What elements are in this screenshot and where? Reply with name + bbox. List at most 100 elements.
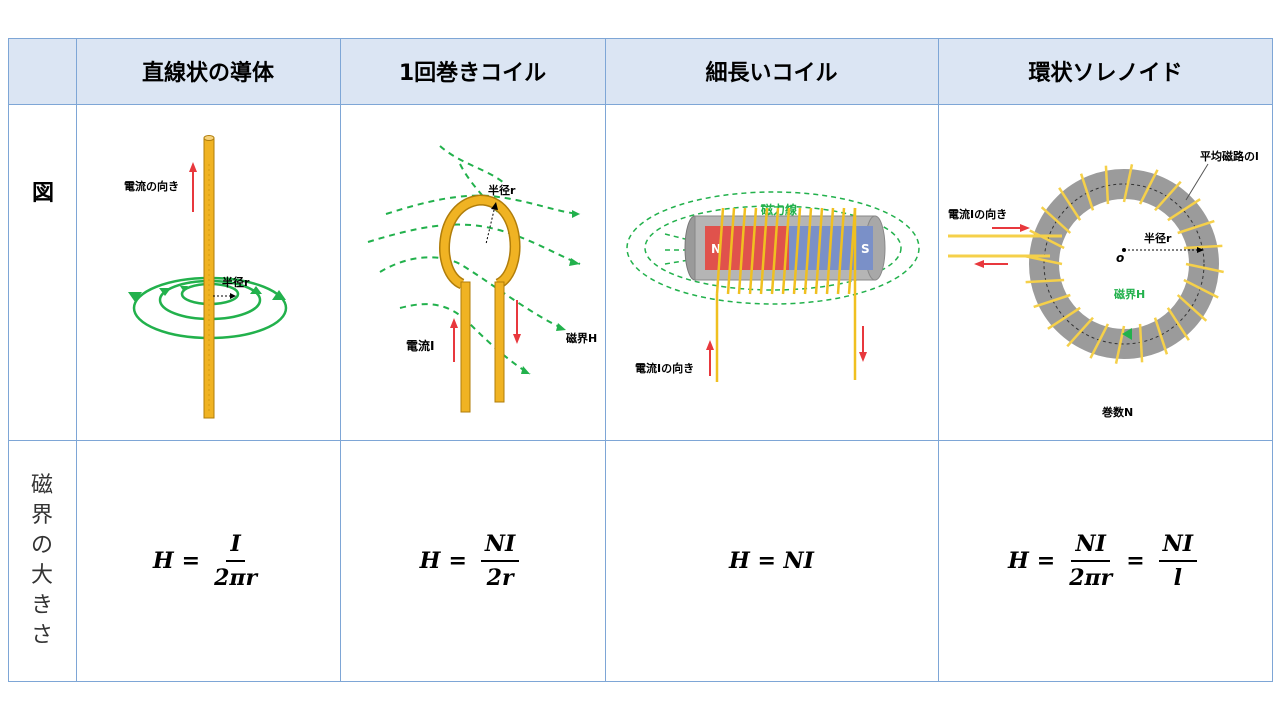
winding-turn — [1040, 206, 1072, 234]
formula-fraction: I 2πr — [214, 531, 257, 591]
formula-equals: = — [448, 548, 467, 574]
figure-long-coil: 磁力線 N S 電流Iの向き — [626, 191, 920, 382]
winding-turn — [1154, 180, 1182, 212]
formula-fraction-2: NI l — [1158, 531, 1198, 591]
formula-toroid: H = NI 2πr = NI l — [938, 440, 1273, 682]
formula-denominator: 2πr — [1069, 565, 1113, 591]
formula-numerator: I — [226, 531, 245, 562]
formula-equals: = — [1036, 548, 1056, 574]
winding-turn — [1058, 187, 1082, 221]
label-radius: 半径r — [1144, 231, 1172, 245]
row-label-figure: 図 — [32, 181, 55, 206]
winding-turn — [1079, 173, 1095, 211]
magnitude-char: 磁 — [30, 473, 53, 498]
label-current-direction: 電流Iの向き — [948, 207, 1007, 221]
formula-text: H = NI — [729, 548, 814, 574]
magnitude-char: の — [30, 533, 53, 558]
magnitude-char: 大 — [30, 563, 53, 588]
winding-turn — [1025, 278, 1065, 284]
current-arrow-up — [706, 340, 714, 376]
winding-turn — [1033, 293, 1071, 309]
winding-turn — [1153, 317, 1169, 355]
coil-windings — [715, 207, 857, 382]
header-toroidal-solenoid: 環状ソレノイド — [1028, 61, 1183, 86]
grid-line — [8, 440, 1273, 441]
winding-turn — [1047, 306, 1081, 330]
formula-numerator: NI — [480, 531, 520, 562]
row-label-magnitude: 磁 界 の 大 き さ — [8, 440, 76, 682]
grid-line — [605, 38, 606, 682]
formula-straight: H = I 2πr — [76, 440, 340, 682]
label-current: 電流I — [406, 338, 434, 353]
formula-long-coil: H = NI — [605, 440, 938, 682]
label-radius: 半径r — [488, 183, 516, 197]
winding-turn — [1177, 219, 1215, 235]
winding-turn — [1166, 307, 1190, 341]
loop-lead-right — [494, 281, 505, 403]
toroid-leads — [948, 234, 1062, 258]
current-arrow-out — [974, 260, 1008, 268]
formula-denominator: 2r — [486, 565, 514, 591]
grid-line — [8, 104, 1273, 105]
field-arrow — [1122, 328, 1132, 340]
comparison-table: 直線状の導体 1回巻きコイル 細長いコイル 環状ソレノイド 図 磁 界 の 大 … — [8, 38, 1273, 682]
header-long-coil: 細長いコイル — [705, 61, 838, 86]
grid-line — [8, 681, 1273, 682]
winding-turn — [1138, 169, 1159, 205]
magnitude-char: き — [30, 593, 53, 618]
winding-turn — [1185, 262, 1224, 274]
formula-equals: = — [1126, 548, 1145, 574]
label-current-direction: 電流の向き — [124, 179, 179, 193]
mean-magnetic-path — [1043, 183, 1205, 345]
label-field: 磁界H — [566, 331, 597, 345]
field-arrowheads — [521, 210, 580, 374]
grid-line — [1272, 38, 1273, 682]
winding-turn — [1176, 294, 1208, 322]
grid-line — [8, 38, 1273, 39]
winding-turn — [1138, 323, 1144, 363]
winding-turn — [1104, 165, 1110, 205]
label-south: S — [861, 242, 870, 256]
label-mean-path: 平均磁路のl — [1200, 149, 1259, 163]
winding-turn — [1122, 164, 1134, 203]
label-north: N — [711, 242, 721, 256]
header-single-loop-coil: 1回巻きコイル — [398, 61, 547, 86]
formula-single-loop: H = NI 2r — [340, 440, 605, 682]
toroid-windings — [1024, 164, 1224, 364]
label-turns: 巻数N — [1101, 405, 1133, 419]
formula-lhs: H — [152, 548, 174, 574]
winding-turn — [1183, 278, 1219, 299]
current-arrow — [189, 162, 197, 212]
formula-lhs: H — [1007, 548, 1029, 574]
field-direction-arrows — [128, 286, 286, 302]
current-arrow-up — [450, 318, 458, 362]
formula-numerator: NI — [1158, 531, 1198, 562]
label-center: o — [1116, 251, 1124, 265]
formula-fraction-1: NI 2πr — [1069, 531, 1112, 591]
formula-denominator: l — [1173, 565, 1183, 591]
grid-line — [340, 38, 341, 682]
label-field: 磁界H — [1114, 287, 1145, 301]
winding-turn — [1029, 229, 1065, 250]
magnitude-char: 界 — [30, 503, 53, 528]
winding-turn — [1167, 198, 1201, 222]
winding-turn — [1066, 316, 1094, 348]
figure-toroidal-solenoid: 電流Iの向き 半径r o 磁界H 平均磁路のl 巻数N — [948, 149, 1259, 419]
magnitude-char: さ — [30, 623, 53, 648]
formula-lhs: H — [419, 548, 441, 574]
label-current-direction: 電流Iの向き — [635, 361, 694, 375]
formula-denominator: 2πr — [214, 565, 258, 591]
current-arrow-down — [513, 300, 521, 344]
current-arrow-in — [992, 224, 1030, 232]
grid-line — [76, 38, 77, 682]
field-lines — [367, 145, 581, 375]
winding-turn — [1089, 323, 1110, 359]
figure-single-loop-coil: 半径r 磁界H 電流I — [367, 145, 597, 413]
grid-line — [8, 38, 9, 682]
current-arrow-down — [859, 326, 867, 362]
formula-numerator: NI — [1071, 531, 1110, 562]
figure-straight-conductor: 電流の向き 半径r — [124, 135, 288, 419]
loop-lead-left — [460, 281, 471, 413]
formula-equals: = — [181, 548, 201, 574]
formula-fraction: NI 2r — [480, 531, 520, 591]
